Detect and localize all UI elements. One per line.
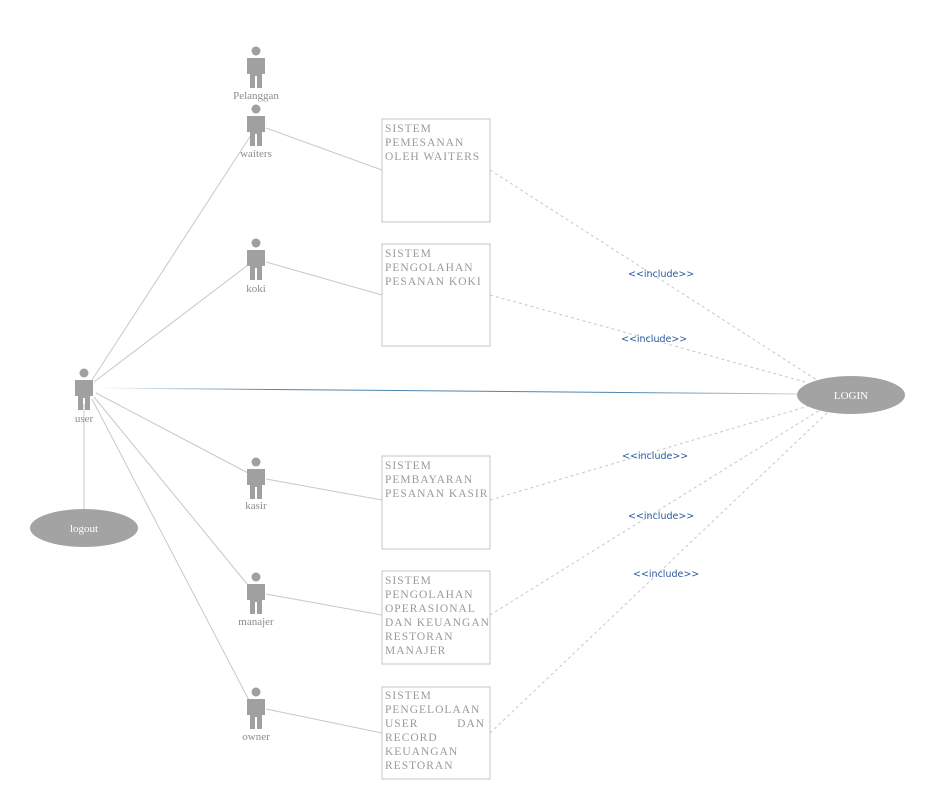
include-label-owner: <<include>> <box>633 569 699 580</box>
usecase-owner-line-6: RESTORAN <box>385 760 454 772</box>
assoc-user-manajer <box>93 396 253 591</box>
actor-owner[interactable]: owner <box>242 687 270 744</box>
usecase-waiters-line-3: OLEH WAITERS <box>385 151 480 163</box>
usecase-manajer-line-4: DAN KEUANGAN <box>385 617 490 629</box>
actor-usecase-associations <box>265 127 383 734</box>
logout-usecase[interactable]: logout <box>30 509 138 547</box>
actor-koki-label: koki <box>246 283 266 295</box>
person-icon <box>75 368 93 410</box>
actor-manajer[interactable]: manajer <box>238 572 274 629</box>
person-icon <box>247 46 265 88</box>
include-labels: <<include>> <<include>> <<include>> <<in… <box>621 269 699 580</box>
usecase-koki[interactable]: SISTEM PENGOLAHAN PESANAN KOKI <box>381 243 491 347</box>
usecase-owner[interactable]: SISTEM PENGELOLAAN USER DAN RECORD KEUAN… <box>381 686 491 780</box>
usecase-kasir-line-1: SISTEM <box>385 460 432 472</box>
person-icon <box>247 238 265 280</box>
usecase-manajer-line-2: PENGOLAHAN <box>385 589 474 601</box>
include-line-manajer <box>489 409 821 616</box>
person-icon <box>247 104 265 146</box>
actor-owner-label: owner <box>242 731 270 743</box>
person-icon <box>247 687 265 729</box>
include-label-koki: <<include>> <box>621 334 687 345</box>
usecase-waiters-line-1: SISTEM <box>385 123 432 135</box>
usecase-owner-line-1: SISTEM <box>385 690 432 702</box>
usecase-waiters[interactable]: SISTEM PEMESANAN OLEH WAITERS <box>381 118 491 223</box>
login-usecase[interactable]: LOGIN <box>797 376 905 414</box>
assoc-user-kasir <box>95 392 251 475</box>
usecase-manajer-line-1: SISTEM <box>385 575 432 587</box>
actor-pelanggan[interactable]: Pelanggan <box>233 46 279 103</box>
actor-kasir-label: kasir <box>245 500 267 512</box>
usecase-waiters-line-2: PEMESANAN <box>385 137 464 149</box>
include-label-waiters: <<include>> <box>628 269 694 280</box>
assoc-user-waiters <box>91 131 254 381</box>
usecase-owner-line-4: RECORD <box>385 732 438 744</box>
assoc-koki-usecase <box>265 261 383 296</box>
usecase-koki-line-1: SISTEM <box>385 248 432 260</box>
person-icon <box>247 457 265 499</box>
assoc-user-login <box>97 387 801 395</box>
login-label: LOGIN <box>834 390 868 402</box>
usecase-manajer-line-6: MANAJER <box>385 645 446 657</box>
usecase-manajer-line-3: OPERASIONAL <box>385 603 476 615</box>
usecase-kasir[interactable]: SISTEM PEMBAYARAN PESANAN KASIR <box>381 455 491 550</box>
usecase-kasir-line-2: PEMBAYARAN <box>385 474 473 486</box>
actor-kasir[interactable]: kasir <box>245 457 267 513</box>
assoc-waiters-usecase <box>265 127 383 171</box>
actor-manajer-label: manajer <box>238 616 274 628</box>
actor-waiters-label: waiters <box>240 148 272 160</box>
logout-label: logout <box>70 523 98 535</box>
actors-layer: Pelanggan waiters koki user kasir manajer owne… <box>75 46 279 744</box>
usecase-owner-line-5: KEUANGAN <box>385 746 458 758</box>
include-line-waiters <box>489 169 821 383</box>
usecase-owner-line-2: PENGELOLAAN <box>385 704 480 716</box>
actor-waiters[interactable]: waiters <box>240 104 272 161</box>
user-associations <box>83 131 801 707</box>
usecase-koki-line-3: PESANAN KOKI <box>385 276 482 288</box>
assoc-owner-usecase <box>265 708 383 734</box>
include-dependencies <box>489 169 831 734</box>
actor-user-label: user <box>75 413 94 425</box>
include-label-manajer: <<include>> <box>628 511 694 522</box>
actor-pelanggan-label: Pelanggan <box>233 90 279 102</box>
usecase-owner-line-3: USER DAN <box>385 718 485 730</box>
usecase-kasir-line-3: PESANAN KASIR <box>385 488 488 500</box>
include-label-kasir: <<include>> <box>622 451 688 462</box>
actor-koki[interactable]: koki <box>246 238 266 296</box>
include-line-koki <box>489 294 806 383</box>
assoc-user-koki <box>93 261 253 383</box>
usecase-manajer-line-5: RESTORAN <box>385 631 454 643</box>
include-line-owner <box>489 409 831 734</box>
usecase-manajer[interactable]: SISTEM PENGOLAHAN OPERASIONAL DAN KEUANG… <box>381 570 491 665</box>
include-line-kasir <box>489 404 813 501</box>
assoc-manajer-usecase <box>265 593 383 616</box>
person-icon <box>247 572 265 614</box>
assoc-user-owner <box>91 398 253 707</box>
actor-user[interactable]: user <box>75 368 94 426</box>
usecase-koki-line-2: PENGOLAHAN <box>385 262 474 274</box>
assoc-kasir-usecase <box>265 478 383 501</box>
